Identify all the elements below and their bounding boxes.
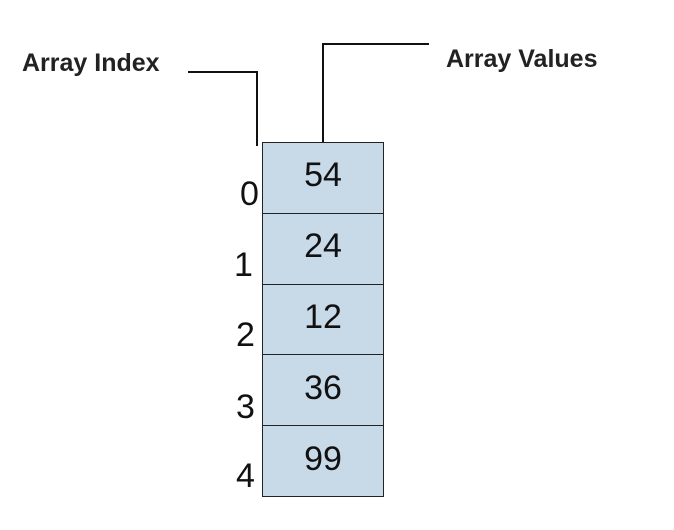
index-leader-line-vertical [256, 71, 258, 146]
array-index-4: 4 [236, 457, 255, 495]
array-cell-1: 24 [263, 213, 383, 285]
array-cell-3: 36 [263, 355, 383, 427]
array-index-3: 3 [236, 388, 255, 426]
array-cell-2: 12 [263, 284, 383, 356]
array-index-2: 2 [236, 316, 255, 354]
array-index-1: 1 [234, 246, 253, 284]
array-cell-0: 54 [263, 143, 383, 214]
index-leader-line-horizontal [188, 71, 257, 73]
array-cell-4: 99 [263, 426, 383, 496]
array-index-0: 0 [240, 175, 259, 213]
array-index-label: Array Index [22, 49, 160, 77]
values-leader-line-horizontal [322, 43, 429, 45]
values-leader-line-vertical [322, 43, 324, 143]
array-box: 54 24 12 36 99 [262, 142, 384, 497]
array-values-label: Array Values [446, 45, 598, 73]
